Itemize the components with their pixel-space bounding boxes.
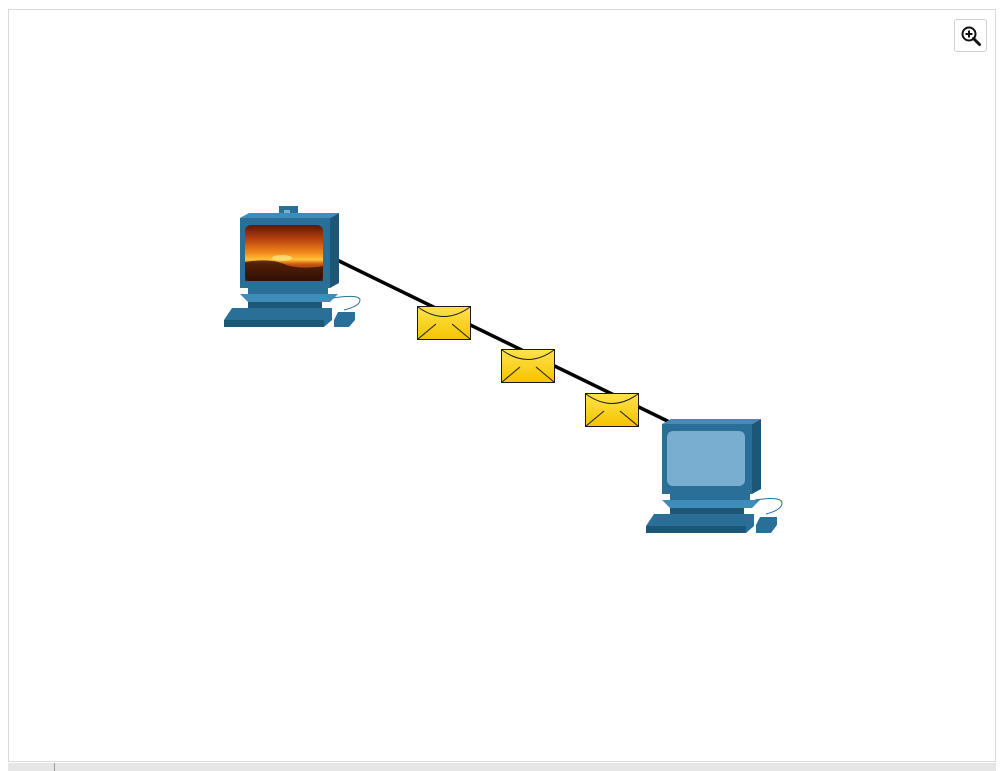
zoom-in-button[interactable] — [954, 19, 987, 52]
scrollbar-divider — [54, 763, 55, 771]
envelope-icon — [585, 393, 639, 427]
computer-icon[interactable] — [646, 419, 783, 533]
envelope-icon — [417, 306, 471, 340]
envelope-icon — [501, 349, 555, 383]
computer-with-image-icon[interactable] — [224, 206, 361, 327]
zoom-in-icon — [961, 26, 981, 46]
horizontal-scrollbar[interactable] — [8, 763, 996, 771]
diagram-viewer — [8, 9, 996, 762]
